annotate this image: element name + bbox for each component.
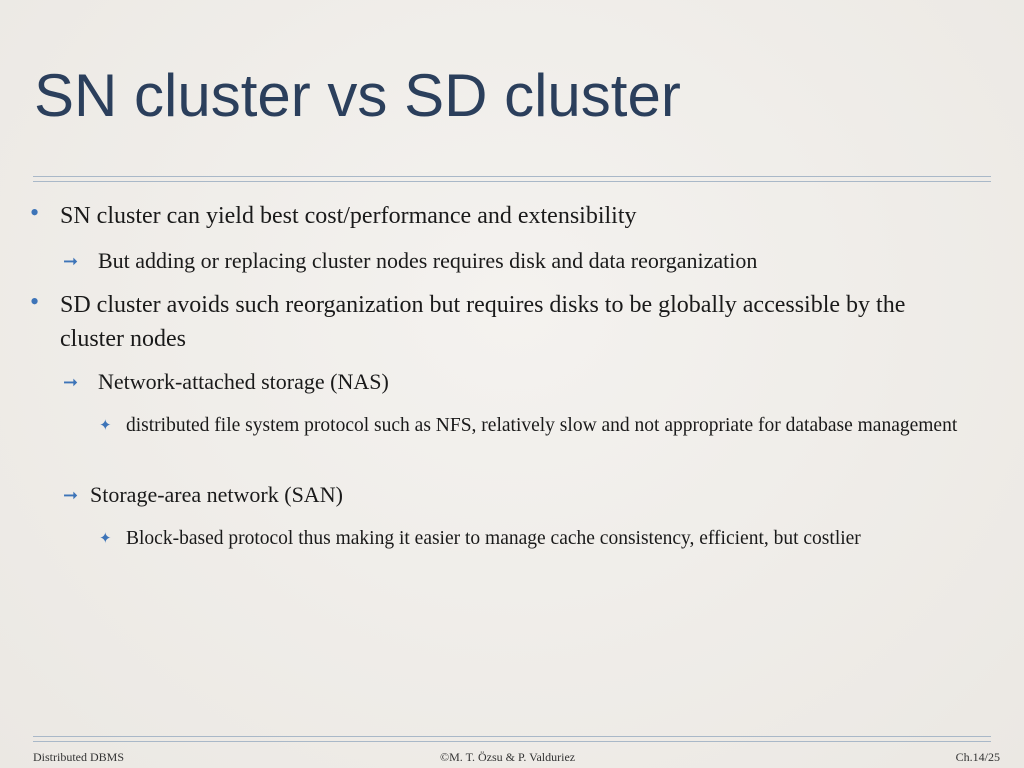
arrow-right-icon: ➞ [63, 251, 79, 272]
four-point-star-icon: ✦ [99, 416, 112, 434]
bullet-item: SN cluster can yield best cost/performan… [60, 203, 637, 229]
arrow-right-icon: ➞ [63, 372, 79, 393]
footer-course-name: Distributed DBMS [33, 750, 125, 764]
title-divider-top [33, 176, 991, 177]
footer-copyright: ©M. T. Özsu & P. Valduriez [440, 750, 576, 764]
slide-title: SN cluster vs SD cluster [34, 62, 681, 129]
sub-bullet-item: But adding or replacing cluster nodes re… [98, 248, 758, 273]
arrow-right-icon: ➞ [63, 485, 79, 506]
sub-sub-bullet-item: distributed file system protocol such as… [126, 415, 958, 436]
title-divider-bottom [33, 181, 991, 182]
footer-divider-bottom [33, 741, 991, 742]
bullet-item: SD cluster avoids such reorganization bu… [60, 292, 906, 352]
footer-divider-top [33, 736, 991, 737]
four-point-star-icon: ✦ [99, 529, 112, 547]
sub-bullet-item: Storage-area network (SAN) [90, 482, 343, 507]
bullet-dot-icon: • [30, 287, 40, 316]
sub-bullet-item: Network-attached storage (NAS) [98, 369, 389, 394]
bullet-dot-icon: • [30, 198, 40, 227]
footer-page-number: Ch.14/25 [955, 750, 1000, 764]
sub-sub-bullet-item: Block-based protocol thus making it easi… [126, 528, 861, 549]
